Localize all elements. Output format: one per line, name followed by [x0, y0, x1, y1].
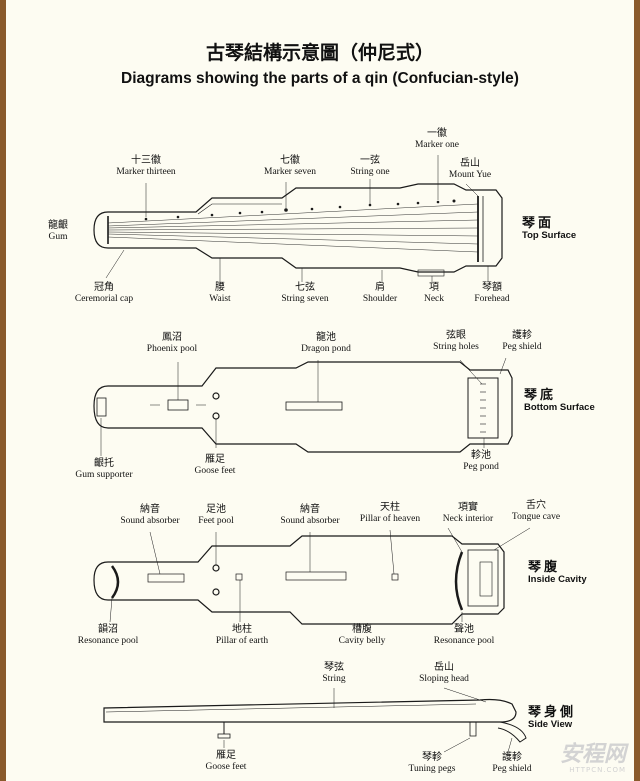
goose-foot-top — [212, 392, 220, 400]
paper-background — [6, 0, 634, 781]
top-waist-inner-line — [197, 203, 282, 215]
side-string — [105, 703, 477, 713]
goose-foot-bottom — [212, 412, 220, 420]
tongue-cave-curve — [454, 551, 464, 611]
watermark-url: HTTPCN.COM — [569, 766, 626, 775]
string-holes — [480, 383, 486, 433]
sound-absorber-center — [285, 571, 347, 581]
side-leaders — [223, 687, 513, 753]
phoenix-pool — [167, 399, 189, 411]
feet-pool-bottom — [212, 588, 220, 596]
dragon-pond — [285, 401, 343, 411]
title-english: Diagrams showing the parts of a qin (Con… — [121, 70, 519, 87]
top-leaders — [105, 155, 489, 282]
top-body-outline — [93, 183, 503, 273]
inside-leaders — [109, 527, 531, 630]
pillar-of-earth — [235, 573, 243, 581]
gum-supporter-mark — [96, 397, 107, 417]
bottom-body-outline — [93, 361, 513, 453]
bottom-leaders — [100, 357, 507, 456]
peg-pond — [467, 377, 499, 439]
neck-mark — [417, 269, 445, 277]
watermark-name: 安程网 — [559, 742, 626, 768]
hui-markers — [144, 199, 456, 221]
tuning-peg — [469, 722, 477, 737]
neck-interior — [467, 549, 499, 607]
side-head-curve — [497, 721, 527, 743]
top-surface-drawing — [93, 155, 503, 282]
inside-body-outline — [93, 535, 505, 625]
side-body-outline — [103, 698, 517, 723]
top-strings — [107, 203, 479, 253]
pillar-of-heaven — [391, 573, 399, 581]
title-chinese: 古琴結構示意圖（仲尼式） — [205, 42, 434, 64]
resonance-pool-curve — [110, 565, 120, 599]
sound-absorber-left — [147, 573, 185, 583]
goose-foot-base — [217, 733, 231, 739]
feet-pool-top — [212, 564, 220, 572]
inside-cavity-drawing — [93, 527, 531, 630]
watermark: 安程网 HTTPCN.COM — [559, 742, 626, 775]
side-view-drawing — [103, 687, 527, 753]
bottom-surface-drawing — [93, 357, 513, 456]
